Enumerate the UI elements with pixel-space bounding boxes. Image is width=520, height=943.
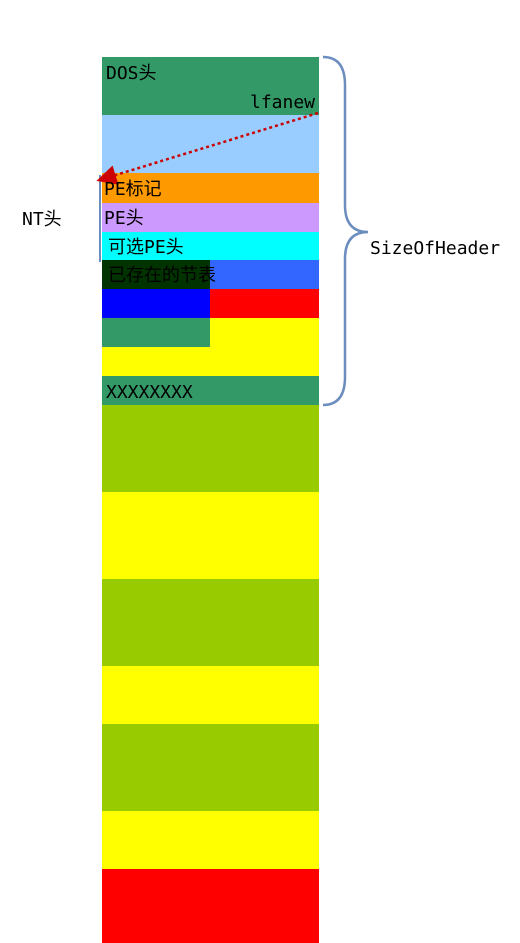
section-green-1 <box>102 405 319 492</box>
section-red <box>102 869 319 943</box>
pe-signature-block <box>102 173 319 203</box>
size-of-header-brace <box>322 55 369 407</box>
size-of-header-label: SizeOfHeader <box>370 238 501 259</box>
lfanew-arrow <box>96 111 319 185</box>
pe-header-label: PE头 <box>104 208 144 229</box>
dos-header-block <box>102 57 319 115</box>
section-table-dark-part <box>102 260 210 289</box>
xxxxxxxx-block <box>102 376 319 405</box>
dos-header-label: DOS头 <box>106 63 157 84</box>
section-yellow-3 <box>102 811 319 869</box>
green-block <box>102 318 210 347</box>
pe-header-block <box>102 203 319 232</box>
optional-header-label: 可选PE头 <box>108 237 184 258</box>
section-yellow-2 <box>102 666 319 724</box>
xxxxxxxx-label: XXXXXXXX <box>106 382 193 403</box>
section-green-2 <box>102 579 319 666</box>
nt-header-label: NT头 <box>22 209 62 230</box>
optional-header-block <box>102 232 319 260</box>
blue-block <box>102 289 210 318</box>
yellow-block-right <box>210 318 319 347</box>
section-green-3 <box>102 724 319 811</box>
section-table-label: 已存在的节表 <box>108 265 216 286</box>
pe-signature-label: PE标记 <box>104 179 162 200</box>
lfanew-label: lfanew <box>250 92 316 113</box>
red-block <box>210 289 319 318</box>
yellow-block <box>102 347 319 376</box>
section-yellow-1 <box>102 492 319 579</box>
